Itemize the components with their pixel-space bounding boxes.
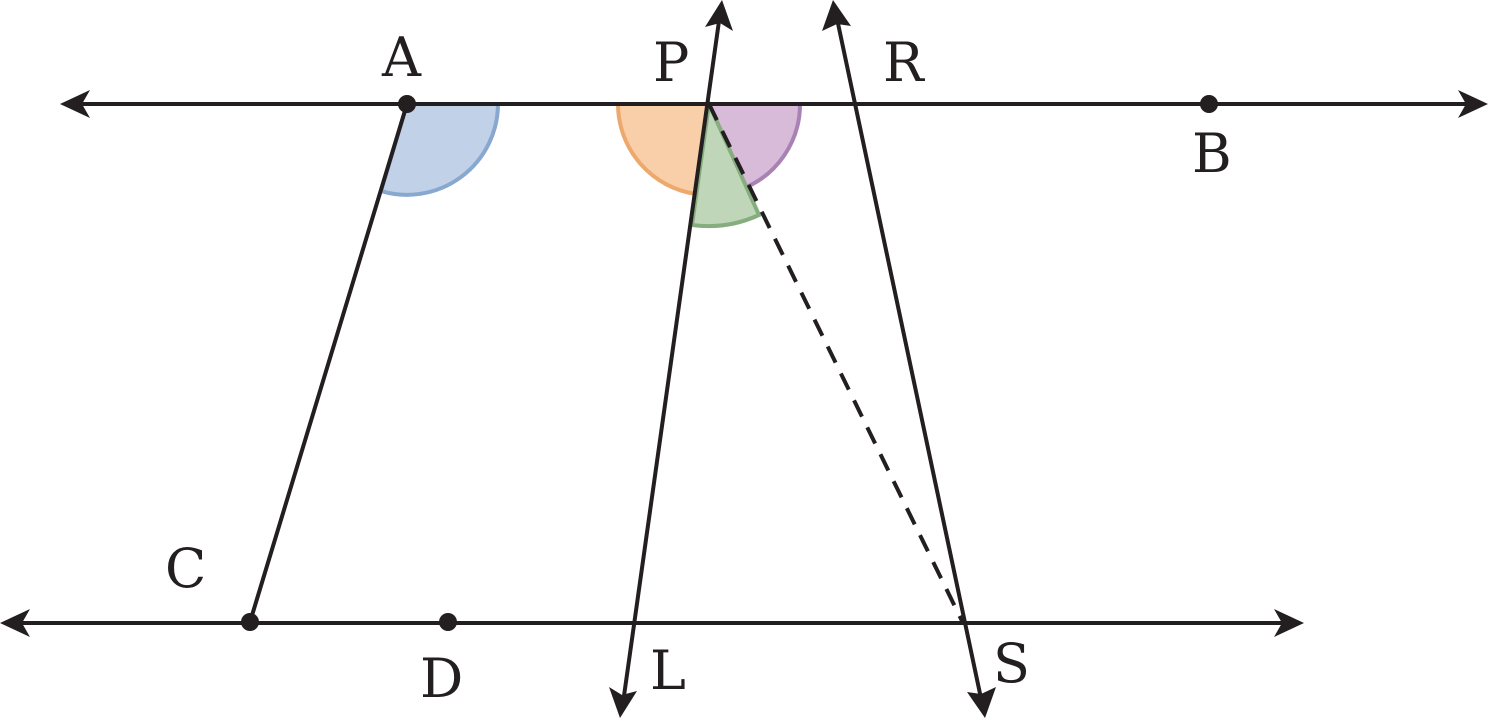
arrow-pl-bottom <box>609 687 637 718</box>
arrow-rs-top <box>822 0 851 31</box>
segment-ac <box>248 102 409 624</box>
point-d <box>439 613 457 631</box>
angle-pa-pl-orange <box>615 102 712 197</box>
arrow-cd-left <box>0 609 30 637</box>
label-a: A <box>381 26 422 89</box>
segment-ps-dashed <box>707 103 965 624</box>
arrow-ab-left <box>60 90 90 118</box>
arrow-ab-right <box>1458 90 1488 118</box>
arrow-cd-right <box>1274 609 1304 637</box>
point-c <box>241 613 259 631</box>
point-a <box>398 95 416 113</box>
label-c: C <box>165 537 206 600</box>
label-s: S <box>993 632 1030 695</box>
arrow-pl-top <box>705 0 733 31</box>
angle-ab-ac-blue <box>378 102 501 197</box>
label-d: D <box>420 647 463 710</box>
line-pl <box>621 12 722 705</box>
label-b: B <box>1192 122 1232 185</box>
label-r: R <box>883 31 925 94</box>
label-l: L <box>650 639 686 702</box>
arrow-rs-bottom <box>967 687 996 718</box>
label-p: P <box>653 31 689 94</box>
line-rs <box>834 12 984 705</box>
point-b <box>1200 95 1218 113</box>
